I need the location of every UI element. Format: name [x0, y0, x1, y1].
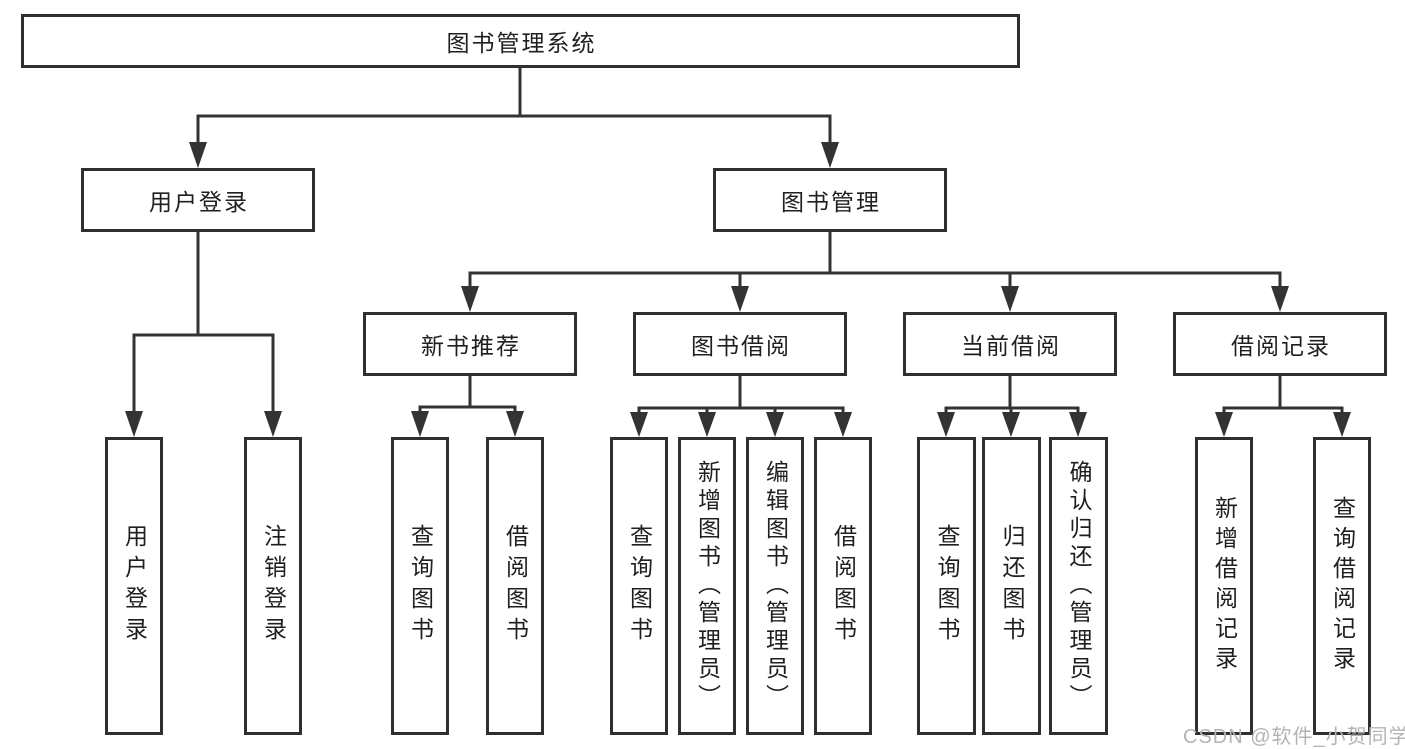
node-root: 图书管理系统	[21, 14, 1020, 68]
leaf-query-book-recommend: 查询图书	[391, 437, 449, 735]
leaf-query-book-borrow: 查询图书	[610, 437, 668, 735]
leaf-add-book-admin: 新增图书（管理员）	[678, 437, 736, 735]
leaf-edit-book-admin: 编辑图书（管理员）	[746, 437, 804, 735]
node-new-book-recommend: 新书推荐	[363, 312, 577, 376]
leaf-confirm-return-admin: 确认归还（管理员）	[1049, 437, 1108, 735]
leaf-borrow-book: 借阅图书	[814, 437, 872, 735]
leaf-logout: 注销登录	[244, 437, 302, 735]
watermark: CSDN @软件_小贺同学	[1183, 726, 1405, 748]
leaf-user-login: 用户登录	[105, 437, 163, 735]
leaf-return-book: 归还图书	[982, 437, 1041, 735]
node-current-borrow: 当前借阅	[903, 312, 1117, 376]
node-borrow-record: 借阅记录	[1173, 312, 1387, 376]
node-book-borrow: 图书借阅	[633, 312, 847, 376]
node-book-management: 图书管理	[713, 168, 947, 232]
node-user-login: 用户登录	[81, 168, 315, 232]
leaf-add-borrow-record: 新增借阅记录	[1195, 437, 1253, 735]
leaf-query-book-current: 查询图书	[917, 437, 976, 735]
leaf-borrow-book-recommend: 借阅图书	[486, 437, 544, 735]
leaf-query-borrow-record: 查询借阅记录	[1313, 437, 1371, 735]
